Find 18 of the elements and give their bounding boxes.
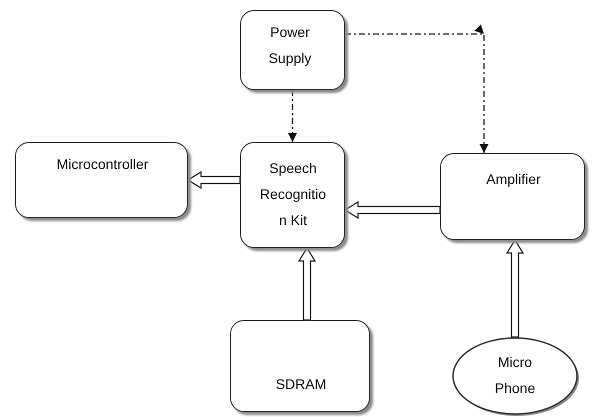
arrow: [186, 170, 241, 190]
ellipse-node: [452, 337, 578, 415]
process-box: [440, 153, 585, 240]
node-label: Power Supply: [268, 23, 312, 68]
arrow: [345, 24, 488, 153]
node-label: Speech Recognitio n Kit: [258, 159, 328, 230]
arrow: [298, 246, 316, 321]
arrow: [288, 90, 297, 142]
node-label: Amplifier: [485, 170, 542, 189]
process-box: [15, 142, 188, 218]
node-label: SDRAM: [274, 375, 328, 394]
node-label: Micro Phone: [494, 353, 536, 398]
arrow: [344, 200, 441, 220]
process-box: [240, 142, 345, 248]
node-label: Microcontroller: [56, 155, 150, 174]
process-box: [230, 320, 370, 412]
process-box: [240, 10, 345, 90]
arrow: [506, 238, 524, 338]
